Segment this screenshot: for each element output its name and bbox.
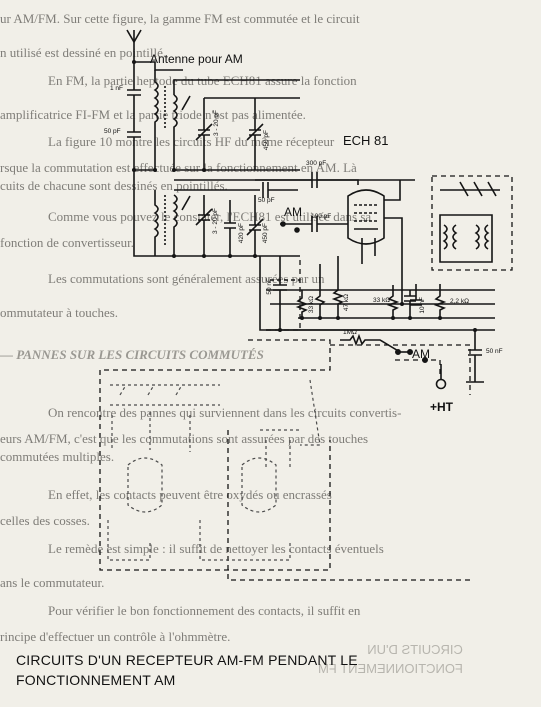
- ground-rail-top: [133, 170, 300, 257]
- article-line: ans le commutateur.: [0, 575, 105, 590]
- component-label: 1 nF: [110, 85, 124, 92]
- component-label: 50 nF: [266, 278, 273, 295]
- caption-line-2: FONCTIONNEMENT AM: [16, 672, 176, 688]
- article-line: rincipe d'effectuer un contrôle à l'ohmm…: [0, 629, 231, 644]
- article-line: celles des cosses.: [0, 513, 90, 528]
- component-label: 300 pF: [306, 160, 327, 167]
- article-line: ur AM/FM. Sur cette figure, la gamme FM …: [0, 11, 360, 26]
- article-line: Pour vérifier le bon fonctionnement des …: [48, 603, 361, 618]
- ech81-tube-envelope: [347, 189, 385, 245]
- article-line: La figure 10 montre les circuits HF du m…: [48, 134, 335, 149]
- component-label: 33 kΩ: [308, 296, 315, 314]
- fm-if-box: [431, 175, 513, 271]
- article-line: En effet, les contacts peuvent être oxyd…: [48, 487, 332, 502]
- article-line: eurs AM/FM, c'est que les commutations s…: [0, 431, 369, 446]
- article-paragraph-5: Les commutations sont généralement assur…: [0, 262, 325, 330]
- article-paragraph-7: En effet, les contacts peuvent être oxyd…: [0, 478, 332, 530]
- article-paragraph-3: La figure 10 montre les circuits HF du m…: [0, 125, 357, 195]
- component-label: 50 pF: [258, 197, 275, 204]
- article-line: cuits de chacune sont dessinés en pointi…: [0, 178, 228, 193]
- article-line: fonction de convertisseur.: [0, 235, 134, 250]
- antenna-symbol: [126, 29, 142, 44]
- component-label: 100 pF: [311, 213, 332, 220]
- component-label: 2,2 kΩ: [450, 298, 469, 305]
- component-label: 47 kΩ: [343, 294, 350, 312]
- article-paragraph-1: ur AM/FM. Sur cette figure, la gamme FM …: [0, 2, 360, 70]
- article-paragraph-9: Pour vérifier le bon fonctionnement des …: [0, 594, 360, 646]
- component-label: 450 pF: [262, 223, 269, 244]
- article-line: rsque la commutation est effectuée sur l…: [0, 160, 357, 175]
- am-input-coil: [134, 70, 159, 171]
- article-line: n utilisé est dessiné en pointillé.: [0, 45, 167, 60]
- am-switch-label-lower: AM: [412, 347, 430, 361]
- component-label: 50 pF: [104, 128, 121, 135]
- oscillator-coil: [153, 190, 159, 256]
- article-line: Le remède est simple : il suffit de nett…: [48, 541, 384, 556]
- article-paragraph-8: Le remède est simple : il suffit de nett…: [0, 532, 384, 600]
- article-line: On rencontre des pannes qui surviennent …: [48, 405, 402, 420]
- antenna-label: Antenne pour AM: [150, 52, 243, 66]
- ht-label: +HT: [430, 400, 454, 414]
- article-paragraph-6: On rencontre des pannes qui surviennent …: [0, 396, 401, 466]
- component-label: 1MΩ: [343, 329, 357, 336]
- figure-caption: CIRCUITS D'UN RECEPTEUR AM-FM PENDANT LE…: [16, 650, 358, 690]
- component-label: 3 - 20 pF: [213, 110, 220, 137]
- component-label: 3 - 20 pF: [212, 208, 219, 235]
- component-label: 450 pF: [263, 130, 270, 151]
- tube-label: ECH 81: [343, 133, 389, 148]
- article-section-heading: — PANNES SUR LES CIRCUITS COMMUTÉS: [0, 338, 264, 372]
- component-label: 33 kΩ: [373, 297, 391, 304]
- caption-line-1: CIRCUITS D'UN RECEPTEUR AM-FM PENDANT LE: [16, 652, 358, 668]
- article-line: ommutateur à touches.: [0, 305, 119, 320]
- article-line: Les commutations sont généralement assur…: [48, 271, 325, 286]
- am-switch-label: AM: [284, 205, 302, 219]
- component-label: 420 pF: [238, 223, 245, 244]
- article-line: commutées multiples.: [0, 449, 115, 464]
- component-label: 10 nF: [419, 297, 426, 314]
- article-line: Comme vous pouvez le constater, l'ECH81 …: [48, 209, 372, 224]
- component-label: 50 nF: [486, 348, 503, 355]
- antenna-lead: [134, 61, 183, 71]
- article-line: amplificatrice FI-FM et la partie triode…: [0, 107, 306, 122]
- article-paragraph-4: Comme vous pouvez le constater, l'ECH81 …: [0, 200, 371, 252]
- article-line: — PANNES SUR LES CIRCUITS COMMUTÉS: [0, 347, 264, 362]
